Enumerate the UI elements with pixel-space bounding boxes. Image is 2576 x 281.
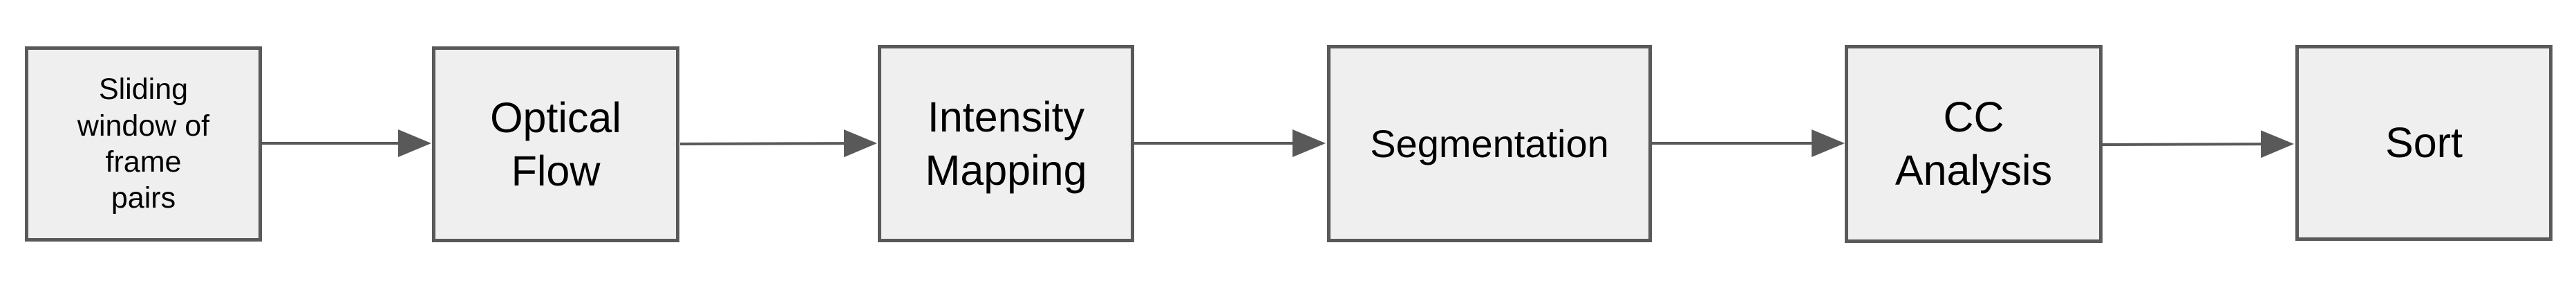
node-label-intensity-mapping: Intensity Mapping (925, 93, 1087, 194)
node-label-sort: Sort (2385, 119, 2463, 167)
node-label-cc-analysis: CC Analysis (1895, 93, 2053, 194)
arrow-optical-flow-to-intensity-mapping (679, 129, 877, 158)
node-label-segmentation: Segmentation (1370, 121, 1609, 165)
node-optical-flow: Optical Flow (432, 46, 679, 242)
node-label-sliding-window: Sliding window of frame pairs (77, 73, 210, 215)
node-segmentation: Segmentation (1327, 45, 1652, 242)
node-sort: Sort (2295, 45, 2553, 241)
node-sliding-window: Sliding window of frame pairs (25, 46, 262, 242)
node-cc-analysis: CC Analysis (1845, 45, 2103, 243)
node-intensity-mapping: Intensity Mapping (878, 45, 1134, 242)
arrow-cc-analysis-to-sort (2102, 130, 2294, 158)
node-label-optical-flow: Optical Flow (490, 93, 621, 194)
